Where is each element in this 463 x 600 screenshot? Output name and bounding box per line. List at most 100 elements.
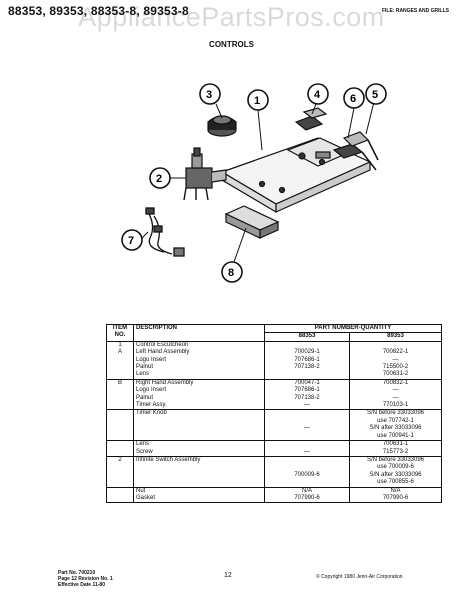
cell-line: — xyxy=(392,356,399,363)
cell-line: use 700941-1 xyxy=(377,432,414,439)
table-cell-item: B xyxy=(106,378,134,411)
footer-info: Part No. 700210 Page 12 Revision No. 1 E… xyxy=(58,570,113,588)
table-cell-p1: — xyxy=(264,409,350,442)
callout-2: 2 xyxy=(149,167,171,189)
file-label: FILE: RANGES AND GRILLS xyxy=(381,8,449,14)
cell-line: Timer Assy. xyxy=(136,402,167,409)
table-cell-p1: — xyxy=(264,440,350,457)
cell-line: Lens xyxy=(136,441,150,448)
cell-line: 707686-1 xyxy=(294,356,320,363)
control-knob-drawing xyxy=(207,115,237,137)
header-part-number: PART NUMBER-QUANTITY xyxy=(264,323,442,334)
cell-line: use 707742-1 xyxy=(377,417,414,424)
cell-line: — xyxy=(304,448,310,455)
cell-line: 715773-2 xyxy=(382,448,409,455)
header-model-89353: 89353 xyxy=(349,332,442,342)
callout-4: 4 xyxy=(307,83,329,105)
cell-line: S/N after 33033096 xyxy=(369,425,422,432)
cell-line: — xyxy=(304,402,310,409)
cell-line xyxy=(267,410,347,417)
cell-line: 700832-1 xyxy=(382,379,409,386)
infinite-switch-drawing xyxy=(183,147,227,201)
cell-line xyxy=(267,457,347,464)
cell-line: Gasket xyxy=(136,494,156,501)
table-cell-item xyxy=(106,440,134,457)
cell-line xyxy=(267,418,347,425)
cell-line: N/A xyxy=(390,487,401,494)
exploded-parts-diagram: 1 2 3 4 5 6 7 8 xyxy=(121,83,387,283)
cell-line: 770103-1 xyxy=(382,402,409,409)
svg-text:8: 8 xyxy=(228,267,234,279)
callout-3: 3 xyxy=(199,83,221,105)
cell-line: S/N after 33033096 xyxy=(369,471,422,478)
cell-line: Nut xyxy=(136,487,146,494)
cell-line xyxy=(267,433,347,440)
cell-line: Lens xyxy=(136,371,150,378)
cell-line: Timer Knob xyxy=(136,410,167,417)
cell-line xyxy=(267,464,347,471)
cell-line xyxy=(267,441,347,448)
cell-line: 707990-6 xyxy=(382,494,409,501)
svg-text:1: 1 xyxy=(254,95,260,107)
table-cell-item xyxy=(106,486,134,504)
footer-part-no: Part No. 700210 xyxy=(58,570,96,576)
control-escutcheon-drawing xyxy=(220,137,372,214)
assembly-4-drawing xyxy=(294,107,328,131)
cell-line: 700822-1 xyxy=(382,349,409,356)
header-model-88353: 88353 xyxy=(264,332,350,342)
copyright: © Copyright 1980 Jenn-Air Corporation xyxy=(316,574,403,580)
assembly-5-6-drawing xyxy=(332,131,379,171)
cell-line: 707138-2 xyxy=(294,364,320,371)
table-cell-desc: Timer Knob xyxy=(133,409,265,442)
cell-line: 707138-2 xyxy=(294,394,320,401)
table-cell-p1: 700009-6 xyxy=(264,455,350,488)
callout-7: 7 xyxy=(121,229,143,251)
cell-line: — xyxy=(392,394,399,401)
cell-line xyxy=(109,488,131,495)
cell-line: Left Hand Assembly xyxy=(136,349,190,356)
section-title: CONTROLS xyxy=(209,40,254,49)
cell-line: Palnut xyxy=(136,394,154,401)
cell-line: Logo Insert xyxy=(136,356,167,363)
cell-line xyxy=(109,441,131,448)
cell-line: 700631-1 xyxy=(382,441,409,448)
cell-line xyxy=(109,410,131,417)
svg-text:4: 4 xyxy=(314,89,321,101)
cell-line: S/N before 33033096 xyxy=(366,456,425,463)
header-description: DESCRIPTION xyxy=(133,324,265,342)
cell-line xyxy=(352,342,439,349)
table-cell-desc: Infinite Switch Assembly xyxy=(133,455,265,488)
svg-text:2: 2 xyxy=(156,173,162,185)
cell-line: B xyxy=(117,379,122,386)
footer-page-revision: Page 12 Revision No. 1 xyxy=(58,576,113,582)
cell-line: Logo Insert xyxy=(136,387,167,394)
cell-line: Infinite Switch Assembly xyxy=(136,456,201,463)
cell-line xyxy=(267,342,347,349)
table-cell-p2: 700832-1——770103-1 xyxy=(349,378,442,411)
svg-text:3: 3 xyxy=(206,89,212,101)
cell-line: 2 xyxy=(118,456,122,463)
callout-6: 6 xyxy=(343,87,365,109)
cell-line: 715500-2 xyxy=(382,364,409,371)
cell-line: 700009-6 xyxy=(294,471,320,478)
cell-line: Palnut xyxy=(136,364,154,371)
svg-text:7: 7 xyxy=(128,235,134,247)
svg-text:6: 6 xyxy=(350,93,356,105)
footer-effective-date: Effective Date 11-80 xyxy=(58,582,105,588)
